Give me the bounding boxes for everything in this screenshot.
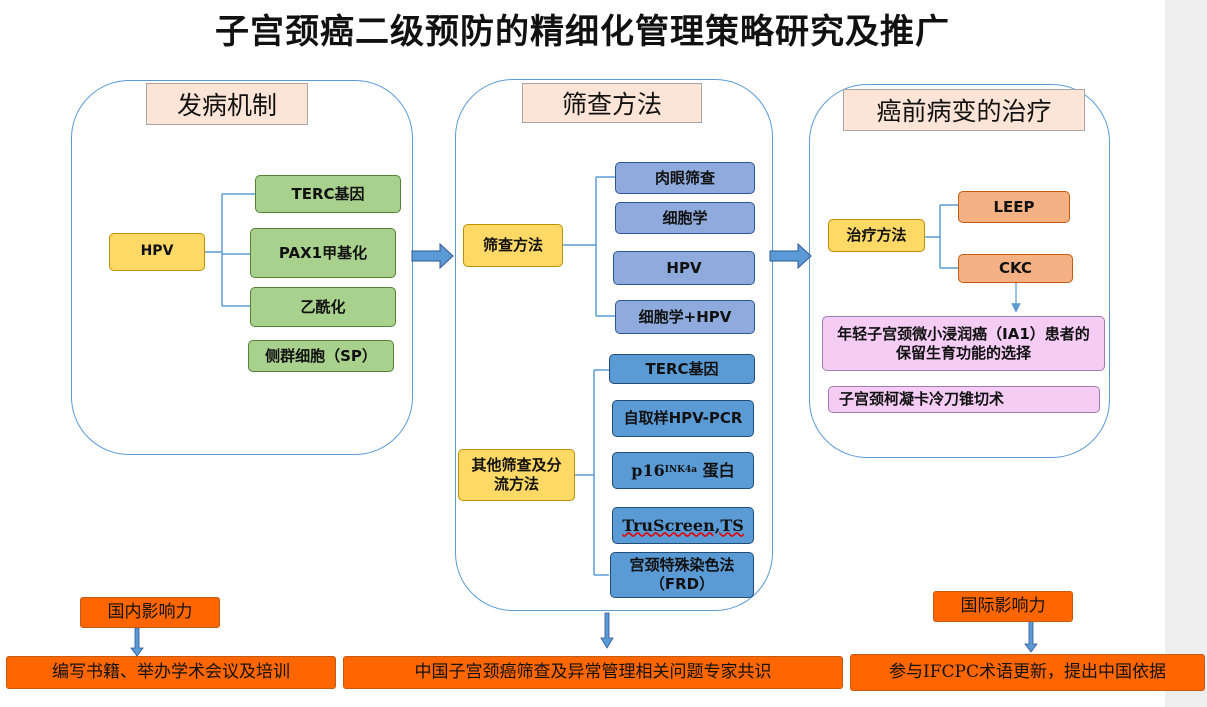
acetylation-box: 乙酰化 bbox=[250, 287, 396, 327]
self-sampling-box: 自取样HPV-PCR bbox=[612, 400, 754, 437]
visual-screening-box: 肉眼筛查 bbox=[615, 162, 755, 194]
truscreen-box: TruScreen,TS bbox=[612, 507, 754, 544]
terc-screening-box: TERC基因 bbox=[609, 354, 755, 384]
p16-label: p16 bbox=[631, 460, 665, 480]
screening-method-box: 筛查方法 bbox=[463, 224, 563, 267]
fertility-preservation-box: 年轻子宫颈微小浸润癌（IA1）患者的保留生育功能的选择 bbox=[822, 316, 1105, 371]
cytology-box: 细胞学 bbox=[615, 202, 755, 234]
outcome-consensus-box: 中国子宫颈癌筛查及异常管理相关问题专家共识 bbox=[343, 656, 843, 689]
page-title: 子宫颈癌二级预防的精细化管理策略研究及推广 bbox=[215, 12, 950, 52]
domestic-impact-box: 国内影响力 bbox=[80, 597, 220, 628]
cytology-hpv-box: 细胞学+HPV bbox=[615, 300, 755, 334]
mechanism-title: 发病机制 bbox=[146, 83, 308, 125]
side-population-box: 侧群细胞（SP） bbox=[248, 340, 394, 372]
screening-title: 筛查方法 bbox=[522, 83, 702, 123]
hpv-test-box: HPV bbox=[613, 251, 755, 285]
leep-box: LEEP bbox=[958, 191, 1070, 223]
outcome-books-box: 编写书籍、举办学术会议及培训 bbox=[6, 656, 336, 689]
hpv-box: HPV bbox=[109, 233, 205, 271]
cold-knife-conization-box: 子宫颈柯凝卡冷刀锥切术 bbox=[828, 386, 1100, 413]
terc-gene-box: TERC基因 bbox=[255, 175, 401, 213]
treatment-title: 癌前病变的治疗 bbox=[843, 89, 1085, 131]
ckc-box: CKC bbox=[958, 254, 1073, 283]
outcome-ifcpc-box: 参与IFCPC术语更新，提出中国依据 bbox=[850, 654, 1205, 691]
p16-protein-label: 蛋白 bbox=[697, 460, 735, 480]
p16-superscript: INK4a bbox=[664, 464, 698, 475]
treatment-method-box: 治疗方法 bbox=[828, 219, 925, 252]
pax1-methylation-box: PAX1甲基化 bbox=[250, 228, 396, 278]
international-impact-box: 国际影响力 bbox=[933, 591, 1073, 622]
frd-staining-box: 宫颈特殊染色法（FRD） bbox=[610, 552, 754, 598]
right-scrollbar-gutter bbox=[1165, 0, 1207, 707]
truscreen-label: TruScreen,TS bbox=[622, 515, 744, 535]
other-screening-box: 其他筛查及分流方法 bbox=[458, 449, 575, 501]
